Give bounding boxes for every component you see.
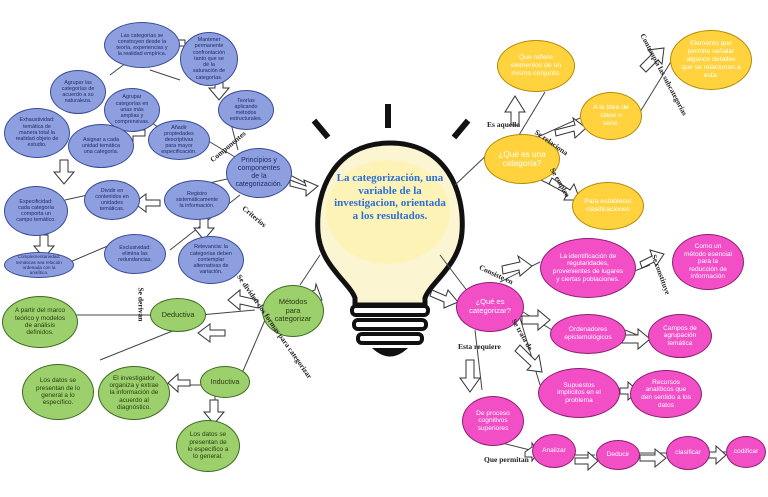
yellow-node-elemento: Elemento que permite señalar algunos det…	[670, 30, 752, 90]
green-node-marco-teorico: A partir del marco teórico y modelos de …	[2, 296, 78, 348]
blue-node-teorias: Teorías aplicando métodos estructurales.	[218, 90, 274, 130]
pink-node-metodo-esencial: Como un método esencial para la reducció…	[672, 234, 744, 290]
blue-node-principios: Principios y componentes de la categoriz…	[226, 148, 292, 198]
blue-node-agrupar-naturaleza: Agrupar las categorías de acuerdo a su n…	[50, 70, 106, 114]
label-esta-requiere: Esta requiere	[458, 342, 501, 351]
blue-node-especificidad: Especificidad: cada categoría comporta u…	[4, 186, 68, 236]
pink-node-supuestos: Supuestos implícitos en el problema	[538, 368, 620, 418]
blue-node-construyen: Las categorías se construyen desde la te…	[104, 22, 180, 68]
green-node-metodos: Métodos para categorizar	[262, 285, 324, 337]
blue-node-asignar: Asignar a cada unidad temática una categ…	[68, 124, 134, 168]
green-node-general-especifico: Los datos se presentan de lo general a l…	[22, 364, 94, 420]
label-se-derivan: Se derivan	[136, 287, 146, 322]
pink-node-codificar: codificar	[726, 436, 766, 468]
green-node-especifico-general: Los datos se presentan de lo específico …	[176, 420, 240, 472]
label-es-aquella: Es aquella	[487, 120, 521, 129]
pink-node-clasificar: clasificar	[666, 436, 710, 470]
green-node-deductiva: Deductiva	[150, 298, 206, 332]
pink-node-identificacion: La identificación de regularidades, prov…	[540, 238, 636, 298]
blue-node-registro: Registro sistemáticamente la información…	[164, 180, 230, 220]
yellow-node-idea-clase: A la idea de clase o serie.	[580, 92, 642, 140]
pink-node-procesos-cognitivos: De proceso cognitivos superiores	[462, 396, 524, 446]
connectors	[44, 49, 728, 456]
green-node-investigador: El investigador organiza y extrae la inf…	[98, 366, 170, 420]
lightbulb-icon	[311, 104, 471, 357]
yellow-node-refiere: Que refiere elementos de un mismo conjun…	[497, 40, 575, 92]
label-que-permitan: Que permitan	[484, 455, 529, 464]
pink-node-deducir: Deducir	[596, 440, 640, 470]
blue-node-dividir: Dividir en contenidos en unidades temáti…	[84, 180, 140, 220]
blue-node-exclusividad: Exclusividad: elimina las redundancias.	[104, 234, 166, 274]
pink-node-que-es-categorizar: ¿Qué es categorizar?	[456, 282, 524, 332]
pink-node-recursos: Recursos analíticos que den sentido a lo…	[630, 370, 702, 418]
pink-node-analizar: Analizar	[532, 434, 576, 468]
blue-node-confrontacion: Mantener permanente confrontación tanto …	[180, 32, 238, 86]
central-title: La categorización, una variable de la in…	[334, 172, 446, 222]
yellow-node-que-es-categoria: ¿Qué es una categoría?	[484, 134, 560, 184]
pink-node-campos: Campos de agrupación temática	[648, 314, 712, 358]
pink-node-ordenadores: Ordenadores epistemológicos	[550, 314, 626, 354]
blue-node-complementariedad: Complementariedad: temáticas sea relació…	[4, 252, 74, 278]
green-node-inductiva: Inductiva	[200, 366, 250, 398]
blue-node-propiedades: Añadir propiedades descriptivas para may…	[148, 120, 210, 160]
yellow-node-clasificaciones: Para establecer clasificaciones	[572, 182, 644, 230]
blue-node-exhaustividad: Exhaustividad: temática de manera total …	[4, 108, 70, 158]
blue-node-relevancia: Relevancia: la categorías deben contempl…	[178, 236, 244, 284]
